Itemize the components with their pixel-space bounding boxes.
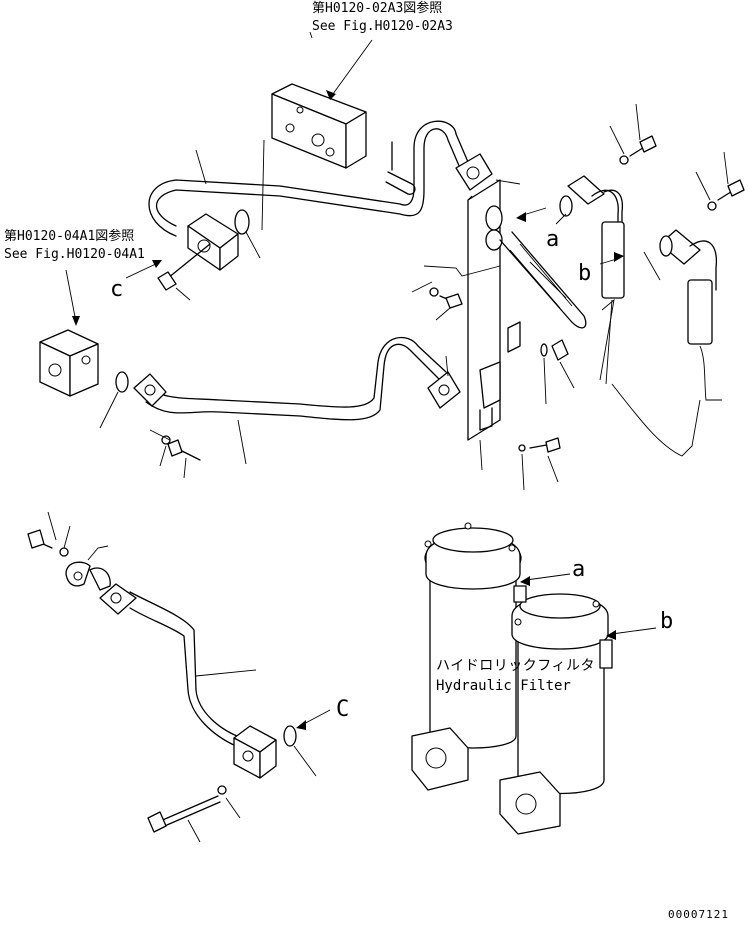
washer-long-bolt: [217, 785, 227, 795]
flange-block-c: [187, 213, 239, 271]
leader-top-ref: [329, 39, 373, 99]
bolt-c: [157, 243, 211, 291]
filter-mount-brackets: [513, 585, 613, 669]
o-ring-lower: [283, 725, 297, 747]
bolt-mid: [429, 287, 463, 309]
elbow-fitting-right: [659, 229, 718, 345]
callout-a-upper: a: [546, 227, 559, 252]
callout-c-left: c: [110, 277, 123, 302]
flange-lower-pipe: [99, 583, 137, 615]
washer-lower: [59, 547, 69, 557]
elbow-fitting-left: [567, 175, 625, 299]
reference-left-jp: 第H0120-04A1図参照: [4, 228, 134, 244]
bracket-brace: [479, 321, 521, 431]
bolt-upper-right-2: [707, 179, 745, 211]
o-ring-top: [234, 209, 250, 235]
pipe-lower: [145, 343, 441, 421]
reference-top-en: See Fig.H0120-02A3: [312, 19, 453, 34]
flange-block-lower: [233, 725, 277, 779]
callout-b-upper: b: [578, 261, 591, 286]
reference-top-jp: 第H0120-02A3図参照: [312, 0, 442, 16]
hydraulic-filter-right: [499, 593, 609, 835]
drawing-number: 00007121: [668, 908, 729, 921]
callout-a-filter: a: [572, 557, 585, 582]
bolt-lower-left: [161, 435, 201, 461]
u-bolt: [385, 171, 416, 195]
bolt-lower-assembly: [27, 529, 53, 549]
bolt-upper-right-1: [619, 135, 657, 165]
reference-left-en: See Fig.H0120-04A1: [4, 247, 145, 262]
flange-top-right: [455, 153, 493, 191]
pipe-lower-assembly: [129, 607, 237, 747]
bolt-bracket: [518, 437, 561, 453]
manifold-block-top: [271, 83, 367, 169]
o-ring-left: [115, 371, 129, 393]
flange-lower-left: [133, 373, 167, 407]
hydraulic-filter-left: [411, 522, 522, 791]
filter-label-jp: ハイドロリックフィルタ: [436, 658, 595, 674]
callout-c-lower: C: [336, 697, 349, 722]
long-bolt: [147, 795, 221, 833]
hose-braided-a: [499, 231, 587, 329]
filter-label-en: Hydraulic Filter: [436, 678, 571, 694]
split-flange-halves: [65, 561, 111, 591]
flange-lower-right: [427, 371, 461, 409]
manifold-block-left: [39, 329, 99, 397]
fitting-upper: [485, 205, 503, 251]
callout-b-filter: b: [660, 609, 673, 634]
